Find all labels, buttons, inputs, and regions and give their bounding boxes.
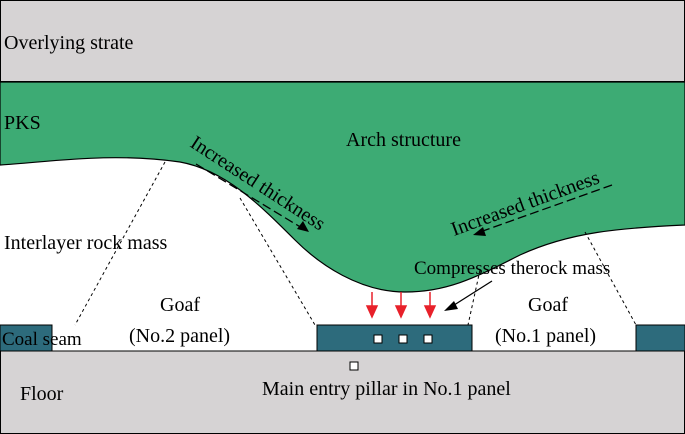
main-entry-pillar-label: Main entry pillar in No.1 panel [262,378,511,400]
increased-thickness-right-arrow [473,184,613,236]
goaf-right-panel-label: (No.1 panel) [495,325,596,347]
goaf-left-panel-label: (No.2 panel) [129,325,230,347]
increased-thickness-left-arrow [195,163,309,232]
coal-seam-label: Coal seam [2,329,82,350]
fracture-line [239,197,316,326]
floor-layer [0,350,685,434]
coal-pillar-main-entry [316,324,473,352]
overlying-strata-label: Overlying strate [4,32,134,54]
pks-label: PKS [4,112,41,134]
interlayer-rock-mass-label: Interlayer rock mass [4,232,167,254]
fracture-line [74,161,166,326]
legend-entry-square [349,361,359,371]
coal-seam-right [635,324,685,352]
fracture-lines [74,161,637,326]
goaf-right-label: Goaf [528,294,568,316]
arch-structure-label: Arch structure [346,129,461,151]
pks-layer [0,81,685,293]
entry-square [373,334,383,344]
entry-square [423,334,433,344]
goaf-left-label: Goaf [160,294,200,316]
compresses-rock-mass-label: Compresses therock mass [414,258,610,279]
floor-label: Floor [20,383,64,405]
entry-square [398,334,408,344]
red-compression-arrows [365,292,437,319]
overlying-strata-layer [0,0,685,82]
compress-arrow [444,280,493,311]
coal-seam-left [0,324,53,352]
entry-markers [373,334,433,344]
